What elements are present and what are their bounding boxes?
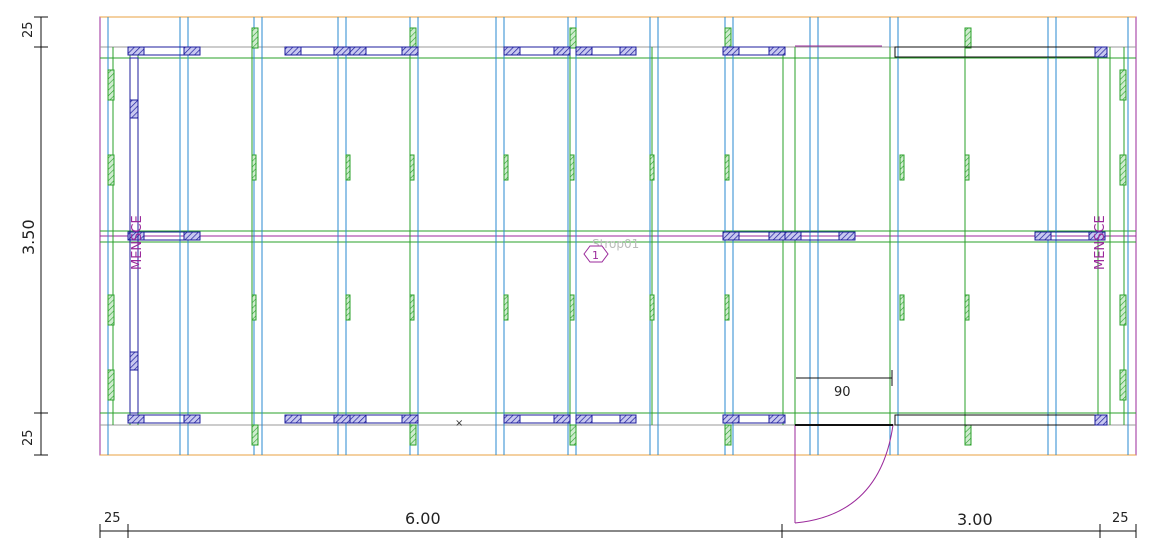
hatched-column	[724, 424, 732, 446]
window-wide	[894, 46, 1096, 58]
window-jamb	[349, 414, 367, 424]
door-swing-arc	[794, 424, 894, 524]
hatched-column	[503, 154, 509, 181]
window-jamb	[401, 46, 419, 56]
window-jamb	[284, 414, 302, 424]
window-jamb	[129, 351, 139, 371]
window-jamb	[127, 46, 145, 56]
window-jamb	[619, 46, 637, 56]
hatched-column	[569, 27, 577, 49]
hatched-column	[107, 294, 115, 326]
hatched-column	[107, 154, 115, 186]
window-jamb	[183, 414, 201, 424]
hatched-column	[409, 424, 417, 446]
window-jamb	[1034, 231, 1052, 241]
window-jamb	[333, 46, 351, 56]
hatched-column	[964, 424, 972, 446]
slab-label: Strop01	[592, 237, 639, 251]
window-jamb	[1094, 414, 1108, 426]
window-jamb	[784, 231, 802, 241]
window-jamb	[129, 99, 139, 119]
hatched-column	[409, 294, 415, 321]
dim-bottom-main: 6.00	[405, 509, 441, 528]
hatched-column	[1119, 154, 1127, 186]
hatched-column	[251, 27, 259, 49]
dim-bottom-right-main: 3.00	[957, 510, 993, 529]
hatched-column	[409, 154, 415, 181]
window-jamb	[127, 231, 145, 241]
dim-left-bottom: 25	[21, 429, 36, 446]
hatched-column	[251, 424, 259, 446]
hatched-column	[251, 154, 257, 181]
hatched-column	[724, 294, 730, 321]
hatched-column	[503, 294, 509, 321]
window-jamb	[722, 231, 740, 241]
window-jamb	[284, 46, 302, 56]
hatched-column	[649, 154, 655, 181]
window-jamb	[553, 46, 571, 56]
window-jamb	[127, 414, 145, 424]
window-jamb	[183, 46, 201, 56]
hatched-column	[569, 424, 577, 446]
window-jamb	[553, 414, 571, 424]
hatched-column	[964, 27, 972, 49]
dim-bottom-right: 25	[1112, 511, 1129, 526]
window-jamb	[349, 46, 367, 56]
hatched-column	[569, 154, 575, 181]
window-jamb	[333, 414, 351, 424]
hatched-column	[1119, 369, 1127, 401]
window-jamb	[503, 414, 521, 424]
hatched-column	[964, 154, 970, 181]
window-jamb	[575, 414, 593, 424]
dim-bottom-left: 25	[104, 511, 121, 526]
hatched-column	[345, 294, 351, 321]
window-jamb	[768, 231, 786, 241]
hatched-column	[107, 369, 115, 401]
hatched-column	[899, 154, 905, 181]
hatched-column	[569, 294, 575, 321]
room-label-right: MENSCE	[1093, 215, 1108, 270]
window-jamb	[619, 414, 637, 424]
hatched-column	[1119, 294, 1127, 326]
hatched-column	[964, 294, 970, 321]
dim-left-middle: 3.50	[19, 219, 38, 255]
window-jamb	[722, 414, 740, 424]
side-wall	[129, 57, 139, 414]
window-jamb	[183, 231, 201, 241]
window-jamb	[1094, 46, 1108, 58]
hatched-column	[899, 294, 905, 321]
window-jamb	[401, 414, 419, 424]
hatched-column	[409, 27, 417, 49]
room-label-left: MENSCE	[130, 215, 145, 270]
slab-number-marker	[583, 245, 609, 263]
window-jamb	[722, 46, 740, 56]
slab-number: 1	[592, 249, 599, 262]
hatched-column	[345, 154, 351, 181]
window-jamb	[1088, 231, 1106, 241]
hatched-column	[1119, 69, 1127, 101]
window-jamb	[768, 414, 786, 424]
dim-door-width: 90	[834, 385, 851, 400]
origin-marker: ×	[455, 418, 463, 429]
dim-left-top: 25	[21, 21, 36, 38]
hatched-column	[649, 294, 655, 321]
hatched-column	[107, 69, 115, 101]
hatched-column	[724, 27, 732, 49]
hatched-column	[724, 154, 730, 181]
window-wide	[894, 414, 1096, 426]
window-jamb	[838, 231, 856, 241]
window-jamb	[768, 46, 786, 56]
hatched-column	[251, 294, 257, 321]
window-jamb	[503, 46, 521, 56]
window-jamb	[575, 46, 593, 56]
